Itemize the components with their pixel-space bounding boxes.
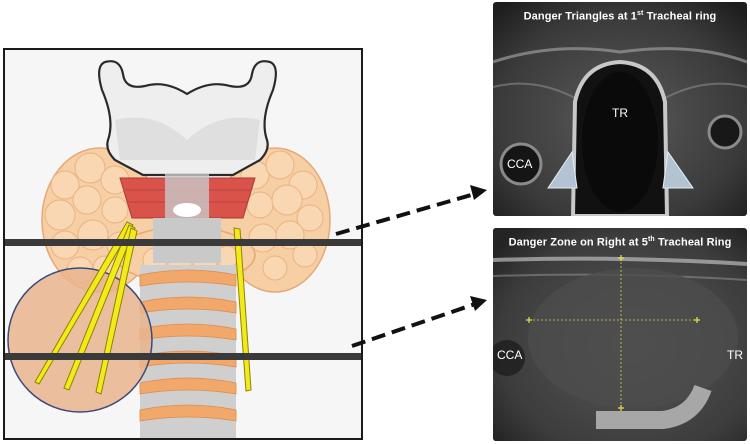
ultrasound-first-ring-title: Danger Triangles at 1st Tracheal ring bbox=[523, 10, 717, 23]
label-tr-top: TR bbox=[612, 106, 628, 120]
needles bbox=[34, 221, 252, 395]
ultrasound-fifth-ring-image bbox=[493, 228, 747, 441]
cca-left-echo bbox=[499, 142, 543, 186]
anatomy-illustration-frame bbox=[3, 48, 363, 440]
arrow-to-top-panel bbox=[335, 191, 479, 236]
label-tr-bottom: TR bbox=[727, 348, 743, 362]
anatomy-illustration bbox=[5, 60, 361, 438]
ultrasound-fifth-ring-title: Danger Zone on Right at 5th Tracheal Rin… bbox=[508, 236, 732, 249]
arrow-to-bottom-panel bbox=[351, 301, 479, 348]
danger-triangle-right bbox=[662, 150, 694, 189]
label-cca-bottom: CCA bbox=[497, 348, 523, 362]
danger-zone-arc bbox=[596, 384, 712, 429]
label-cca-top: CCA bbox=[507, 157, 533, 171]
ultrasound-first-ring: Danger Triangles at 1st Tracheal ring TR… bbox=[493, 2, 747, 216]
level-line-first-ring bbox=[5, 239, 361, 246]
ultrasound-first-ring-image bbox=[493, 2, 747, 216]
danger-triangle-left bbox=[547, 150, 578, 189]
caliper-markers bbox=[526, 255, 700, 411]
cricoid-highlight bbox=[173, 203, 201, 217]
trachea bbox=[139, 265, 237, 438]
ultrasound-fifth-ring: Danger Zone on Right at 5th Tracheal Rin… bbox=[493, 228, 747, 441]
level-line-fifth-ring bbox=[5, 353, 361, 360]
